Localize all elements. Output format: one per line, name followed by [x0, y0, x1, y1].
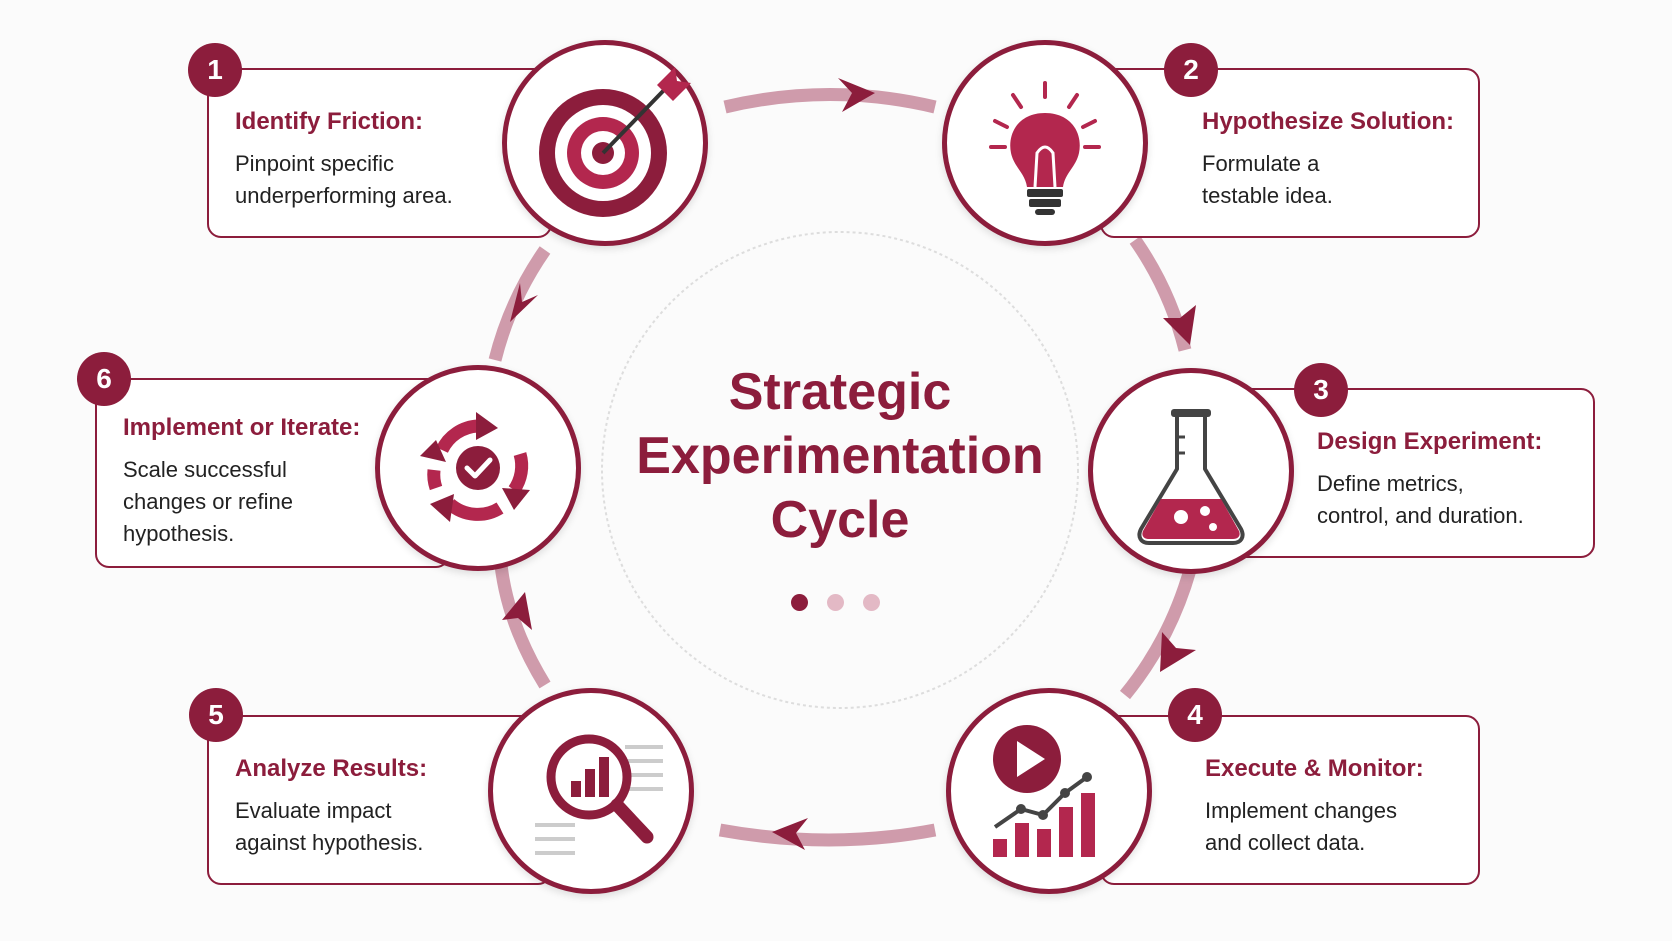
step-description: Formulate a testable idea. [1202, 148, 1333, 212]
magnifier-chart-icon [535, 734, 663, 855]
step-description: Implement changes and collect data. [1205, 795, 1397, 859]
diagram-title-line: Strategic [728, 363, 952, 421]
description-line: Evaluate impact [235, 798, 392, 823]
step-card-6: Implement or Iterate: Scale successful c… [95, 378, 450, 568]
step-icon-circle-5 [488, 688, 694, 894]
target-icon [539, 67, 691, 217]
step-description: Scale successful changes or refine hypot… [123, 454, 293, 550]
step-number-badge: 1 [188, 43, 242, 97]
step-title: Identify Friction: [235, 108, 423, 135]
description-line: Scale successful [123, 457, 287, 482]
step-card-2: Hypothesize Solution: Formulate a testab… [1100, 68, 1480, 238]
step-card-4: Execute & Monitor: Implement changes and… [1100, 715, 1480, 885]
step-icon-circle-3 [1088, 368, 1294, 574]
description-line: Define metrics, [1317, 471, 1464, 496]
step-icon-circle-4 [946, 688, 1152, 894]
step-title: Execute & Monitor: [1205, 755, 1424, 782]
flask-icon [1137, 409, 1245, 545]
diagram-title: Strategic Experimentation Cycle [620, 360, 1060, 552]
play-chart-icon [993, 725, 1095, 857]
step-title: Analyze Results: [235, 755, 428, 782]
step-title: Design Experiment: [1317, 428, 1543, 455]
step-title: Hypothesize Solution: [1202, 108, 1454, 135]
description-line: Implement changes [1205, 798, 1397, 823]
step-icon-circle-1 [502, 40, 708, 246]
step-description: Evaluate impact against hypothesis. [235, 795, 423, 859]
pagination-dot [863, 594, 880, 611]
pagination-dot [827, 594, 844, 611]
diagram-title-line: Cycle [770, 491, 910, 549]
description-line: underperforming area. [235, 183, 453, 208]
step-number-badge: 5 [189, 688, 243, 742]
step-icon-circle-2 [942, 40, 1148, 246]
diagram-title-line: Experimentation [636, 427, 1044, 485]
description-line: and collect data. [1205, 830, 1366, 855]
step-description: Pinpoint specific underperforming area. [235, 148, 453, 212]
step-icon-circle-6 [375, 365, 581, 571]
description-line: against hypothesis. [235, 830, 424, 855]
description-line: Pinpoint specific [235, 151, 394, 176]
step-number-badge: 3 [1294, 363, 1348, 417]
step-title: Implement or Iterate: [123, 414, 361, 441]
lightbulb-icon [989, 81, 1101, 215]
description-line: changes or refine [123, 489, 293, 514]
step-card-1: Identify Friction: Pinpoint specific und… [207, 68, 552, 238]
pagination-dot [791, 594, 808, 611]
step-number-badge: 6 [77, 352, 131, 406]
description-line: testable idea. [1202, 183, 1333, 208]
step-number-badge: 4 [1168, 688, 1222, 742]
step-description: Define metrics, control, and duration. [1317, 468, 1524, 532]
step-card-5: Analyze Results: Evaluate impact against… [207, 715, 552, 885]
description-line: control, and duration. [1317, 503, 1524, 528]
description-line: Formulate a [1202, 151, 1320, 176]
description-line: hypothesis. [123, 521, 235, 546]
cycle-check-icon [420, 412, 530, 522]
step-number-badge: 2 [1164, 43, 1218, 97]
